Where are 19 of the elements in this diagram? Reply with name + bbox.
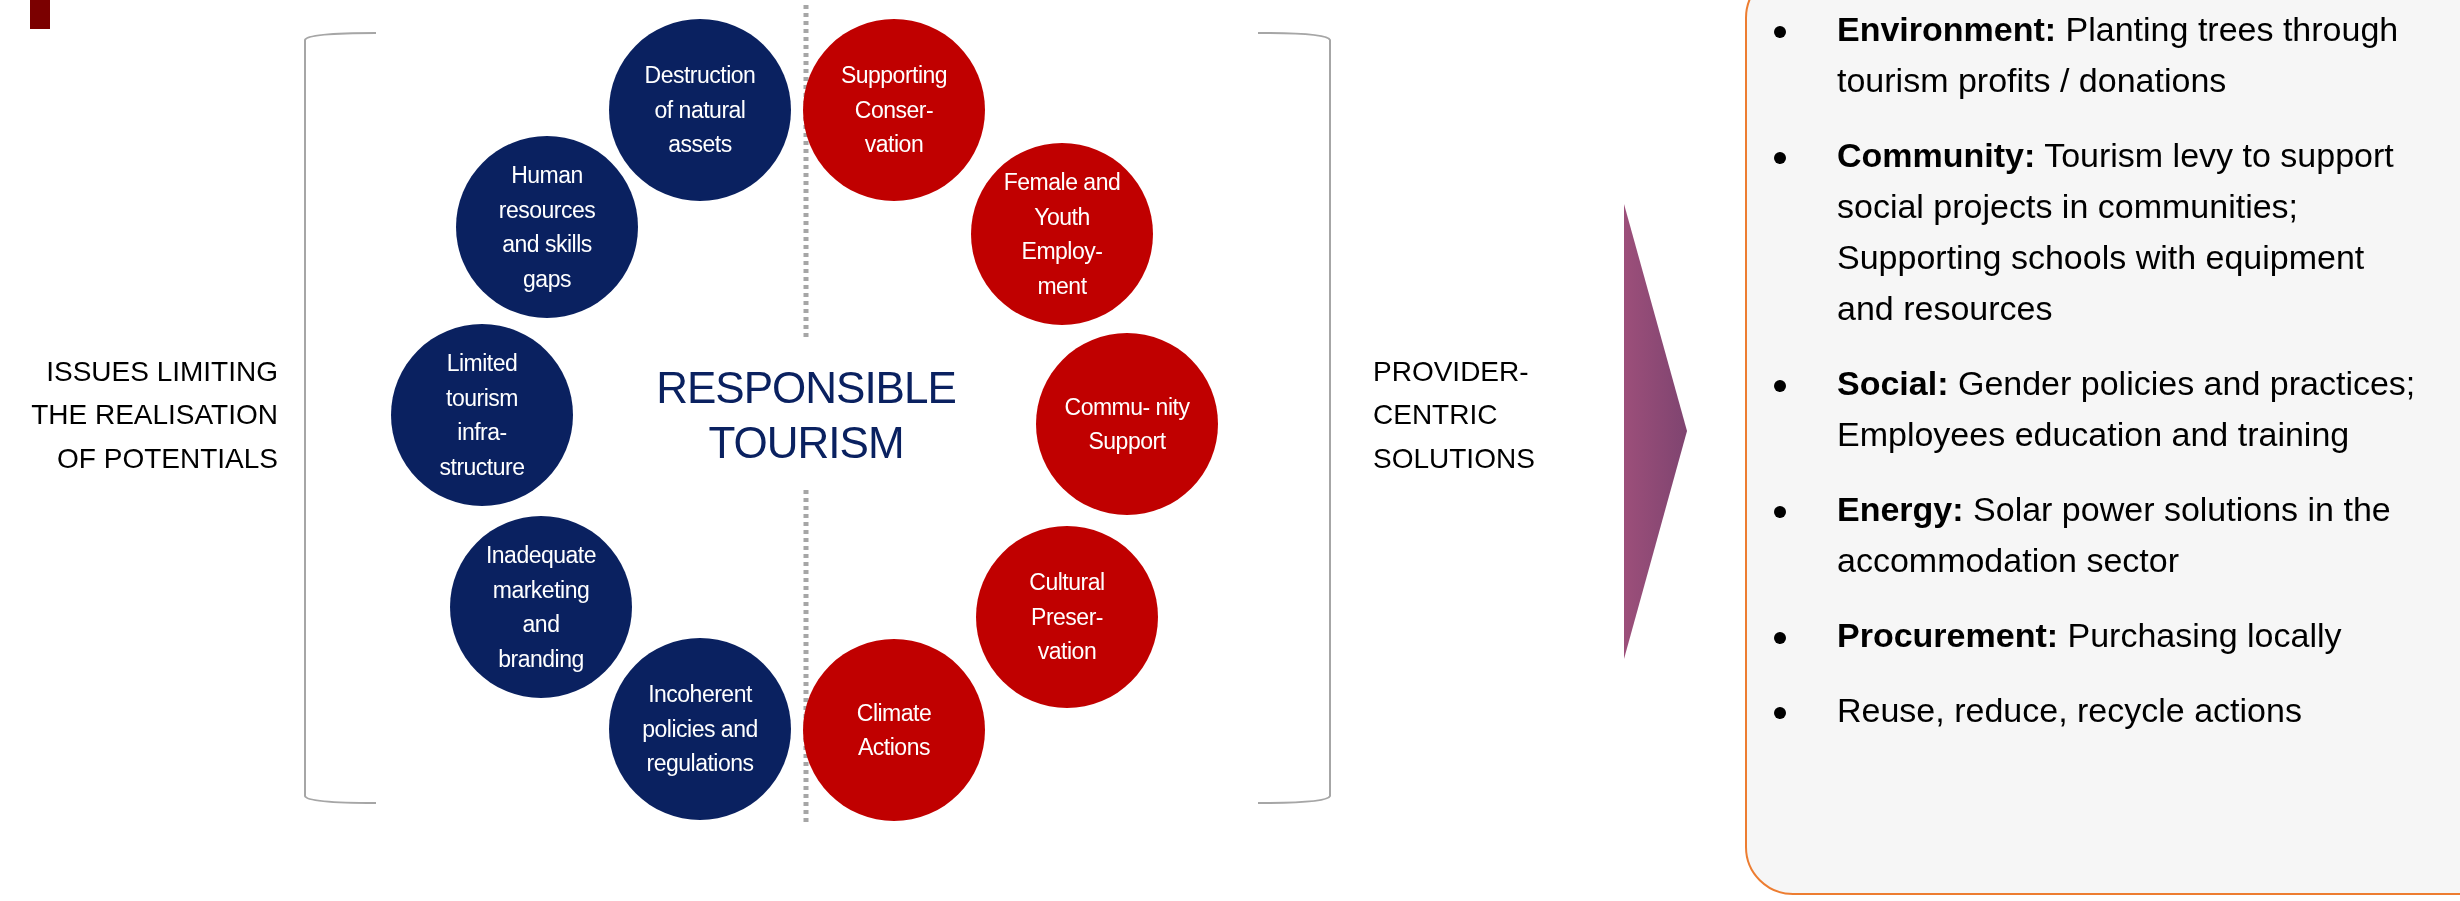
circle-label: Supporting Conser- vation bbox=[839, 61, 949, 160]
circle-label: Incoherent policies and regulations bbox=[641, 680, 759, 779]
side-label: PROVIDER- CENTRIC SOLUTIONS bbox=[1373, 355, 1536, 476]
circle-label: Limited tourism infra- structure bbox=[438, 349, 526, 482]
bullet-text: Reuse, reduce, recycle actions bbox=[1837, 690, 2303, 731]
circle-label: Human resources and skills gaps bbox=[497, 161, 597, 294]
circle-label: Inadequate marketing and branding bbox=[484, 541, 598, 674]
circle-label: Destruction of natural assets bbox=[643, 61, 757, 160]
side-label: ISSUES LIMITING THE REALISATION OF POTENTIALS bbox=[30, 355, 278, 476]
bullet-text: Procurement: Purchasing locally bbox=[1837, 615, 2343, 656]
bullet-text: Community: Tourism levy to support social projects in communities; Supporting schools with equipment and resources bbox=[1837, 135, 2395, 329]
bullet-text: Social: Gender policies and practices; Employees education and training bbox=[1837, 363, 2417, 455]
circle-label: Cultural Preser- vation bbox=[1028, 568, 1106, 667]
solutions-panel bbox=[1745, 0, 2460, 895]
circle-label: Commu- nity Support bbox=[1063, 392, 1191, 456]
bullet-text: Energy: Solar power solutions in the accommodation sector bbox=[1837, 489, 2392, 581]
circle-label: Climate Actions bbox=[855, 698, 933, 762]
bullet-text: Environment: Planting trees through tourism profits / donations bbox=[1837, 9, 2400, 101]
circle-label: Female and Youth Employ- ment bbox=[1002, 168, 1122, 301]
